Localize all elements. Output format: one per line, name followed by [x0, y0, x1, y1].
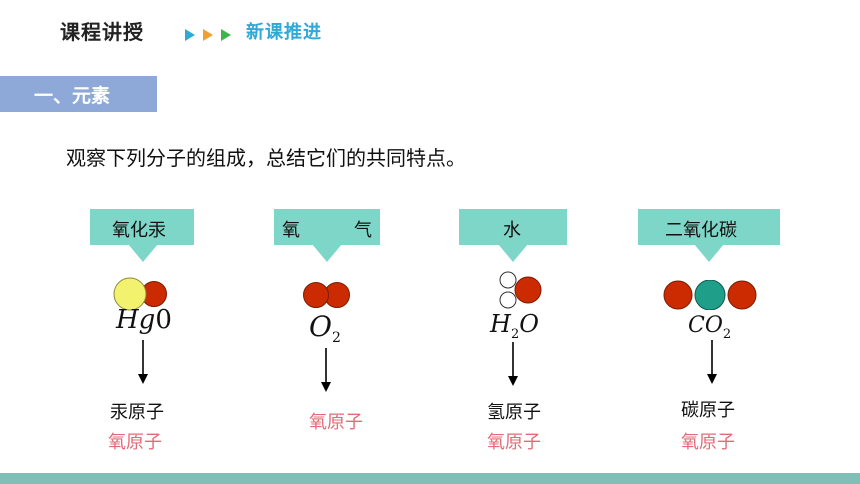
triple-arrow-icon — [185, 29, 231, 41]
atom-line-1: 氢原子 — [487, 402, 541, 423]
molecule-label-left: 氧 — [282, 220, 300, 241]
formula-o2: O2 — [309, 310, 341, 346]
molecule-label-text: 氧化汞 — [112, 220, 166, 241]
down-arrow-icon — [694, 244, 724, 262]
oxygen-atom — [727, 280, 757, 310]
down-line-arrow-icon — [138, 340, 148, 384]
atom-line-1: 氧原子 — [309, 412, 363, 433]
mercury-oxide-molecule — [113, 277, 167, 311]
molecule-label-text: 二氧化碳 — [665, 220, 737, 241]
atom-line-2: 氧原子 — [681, 432, 735, 453]
down-line-arrow-icon — [707, 340, 717, 384]
molecule-label-right: 气 — [354, 220, 372, 241]
down-arrow-icon — [312, 244, 342, 262]
molecule-label-carbon-dioxide: 二氧化碳 — [638, 209, 780, 245]
section-label: 一、元素 — [34, 85, 111, 107]
hydrogen-atom — [499, 271, 517, 289]
molecule-label-mercury-oxide: 氧化汞 — [90, 209, 194, 245]
down-arrow-icon — [498, 244, 528, 262]
atom-line-1: 汞原子 — [110, 402, 164, 423]
hydrogen-atom — [499, 291, 517, 309]
lesson-subtitle: 新课推进 — [246, 22, 322, 43]
oxygen-atom — [514, 276, 542, 304]
down-arrow-icon — [128, 244, 158, 262]
oxygen-atom — [303, 282, 329, 308]
oxygen-atom — [663, 280, 693, 310]
mercury-atom — [113, 277, 147, 311]
intro-text: 观察下列分子的组成，总结它们的共同特点。 — [66, 146, 466, 170]
formula-co2: CO2 — [688, 313, 732, 342]
molecule-label-text: 水 — [503, 220, 521, 241]
atom-line-2: 氧原子 — [487, 432, 541, 453]
down-line-arrow-icon — [321, 348, 331, 392]
section-tab — [0, 76, 157, 112]
molecule-label-oxygen: 氧 气 — [274, 209, 380, 245]
formula-h2o: H2O — [490, 310, 539, 342]
formula-hgo: Hg0 — [116, 305, 172, 335]
bottom-bar — [0, 473, 860, 484]
carbon-atom — [694, 280, 726, 310]
water-molecule — [499, 271, 542, 309]
down-line-arrow-icon — [508, 342, 518, 386]
atom-line-2: 氧原子 — [108, 432, 162, 453]
lesson-title: 课程讲授 — [60, 20, 144, 44]
molecule-label-water: 水 — [459, 209, 567, 245]
carbon-dioxide-molecule — [663, 280, 757, 310]
oxygen-molecule — [303, 282, 350, 308]
atom-line-1: 碳原子 — [681, 400, 735, 421]
